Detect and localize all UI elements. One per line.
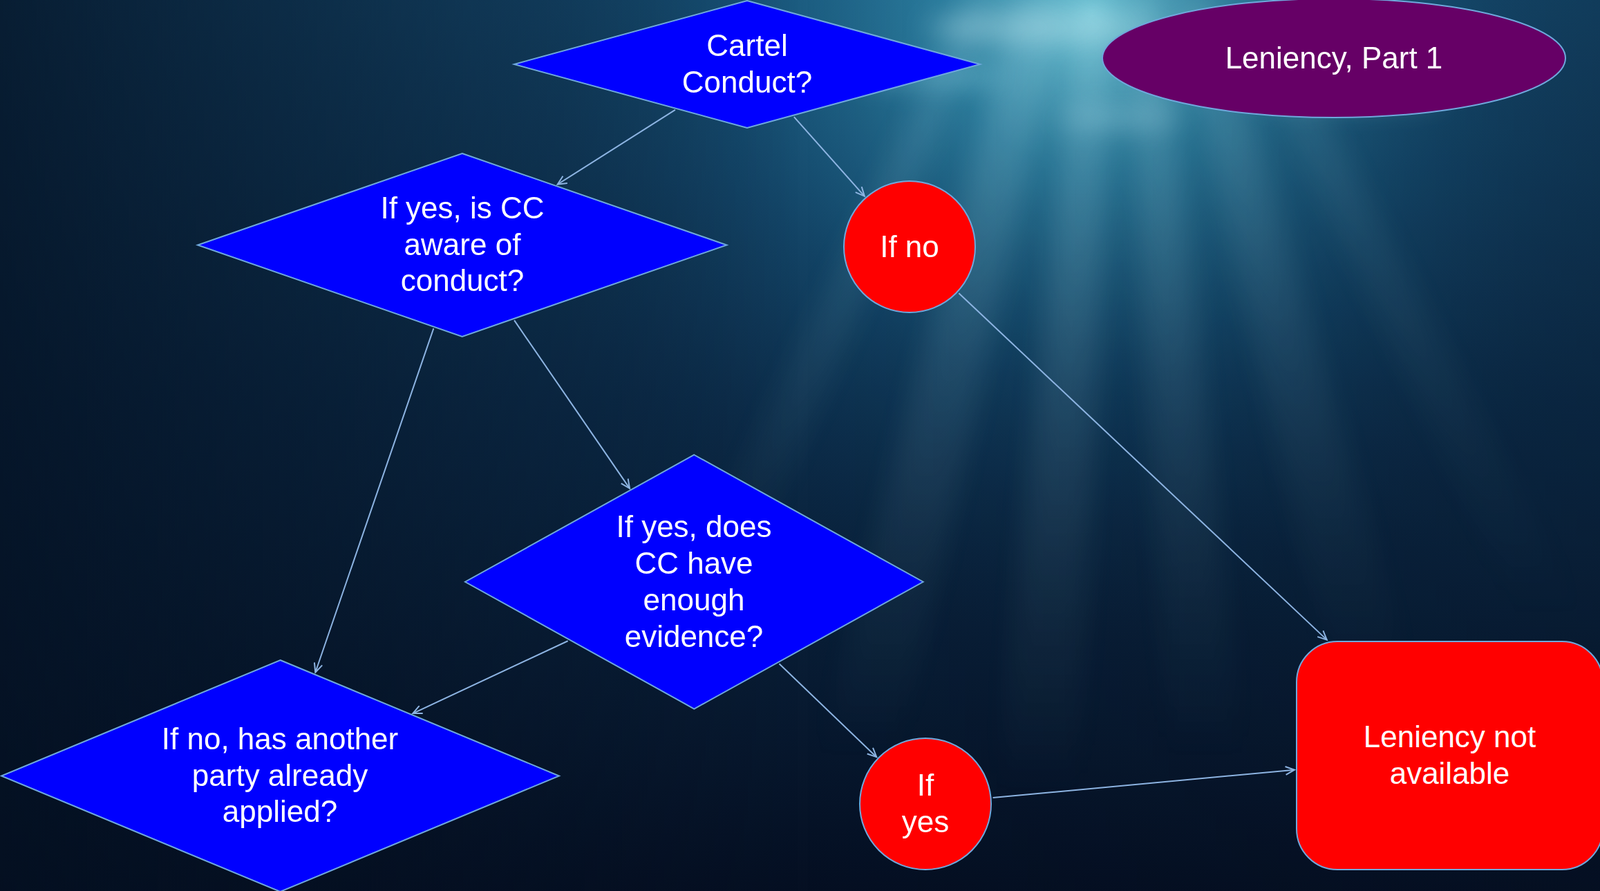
decision-diamond: Cartel Conduct? [513, 0, 981, 129]
diamond-shape [1, 660, 560, 891]
diamond-shape [197, 153, 727, 337]
decision-diamond: If yes, does CC have enough evidence? [464, 454, 925, 710]
node-label: Leniency, Part 1 [1225, 40, 1444, 77]
diamond-shape [465, 454, 924, 710]
decision-diamond-outline [464, 454, 925, 710]
flow-arrow [514, 320, 630, 488]
flow-arrow [958, 293, 1327, 640]
flow-arrow [412, 640, 568, 714]
node-label: If no [879, 228, 940, 266]
ellipse-shape [1102, 0, 1566, 118]
decision-diamond-outline [513, 0, 981, 129]
title-ellipse: Leniency, Part 1 [1101, 0, 1567, 119]
node-label: If yes, does CC have enough evidence? [610, 508, 777, 655]
flow-arrow [794, 116, 865, 197]
node-label: If yes [897, 767, 954, 841]
decision-diamond: If yes, is CC aware of conduct? [196, 152, 728, 338]
decision-diamond: If no, has another party already applied… [0, 659, 560, 891]
outcome-circle: If no [843, 180, 976, 314]
outcome-circle: If yes [859, 737, 992, 871]
circle-shape [843, 181, 976, 313]
flow-arrow [993, 769, 1295, 798]
diamond-shape [514, 0, 981, 128]
circle-shape [859, 738, 992, 870]
node-label: If no, has another party already applied… [155, 720, 405, 831]
result-box: Leniency not available [1295, 640, 1600, 871]
node-label: If yes, is CC aware of conduct? [375, 190, 549, 300]
flow-arrow [557, 109, 676, 185]
flow-arrow [778, 663, 877, 757]
flow-arrow [315, 328, 434, 673]
node-label: Leniency not available [1346, 718, 1554, 793]
outcome-circle-outline [859, 737, 992, 871]
node-label: Cartel Conduct? [678, 27, 817, 101]
